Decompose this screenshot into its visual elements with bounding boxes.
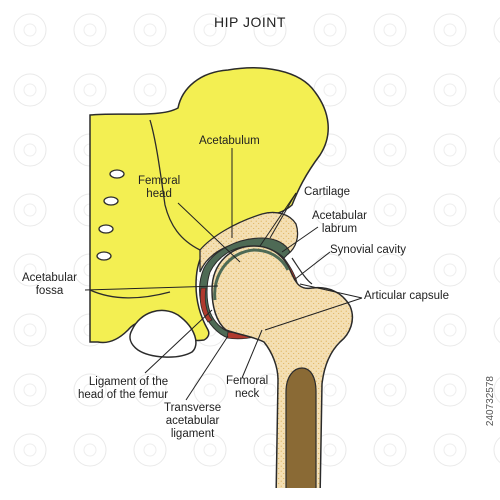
label-synovial-cavity: Synovial cavity — [330, 244, 407, 256]
pelvis-contour — [149, 119, 201, 251]
femur-bone — [211, 245, 354, 500]
articular-capsule-line — [291, 257, 313, 285]
leader-lines — [84, 148, 363, 401]
label-femoral-head: Femoral head — [138, 175, 181, 200]
sacral-foramen — [96, 251, 112, 261]
label-acetabular-fossa: Acetabular fossa — [22, 272, 77, 297]
stock-bar — [0, 488, 500, 500]
obturator-foramen — [129, 309, 197, 358]
label-articular-capsule: Articular capsule — [364, 290, 450, 302]
label-cartilage: Cartilage — [304, 186, 351, 198]
label-acetabulum: Acetabulum — [199, 135, 260, 147]
sacral-foramen — [103, 196, 119, 206]
pelvis-contour — [89, 289, 171, 299]
sacral-foramen — [98, 224, 114, 234]
label-acetabular-labrum: Acetabular labrum — [312, 210, 367, 235]
sacral-foramen — [109, 169, 125, 179]
stock-id: 240732578 — [485, 376, 496, 427]
label-femoral-neck: Femoral neck — [226, 375, 269, 400]
label-ligament-head-femur: Ligament of the head of the femur — [78, 376, 169, 401]
acetabular-cartilage — [199, 237, 291, 339]
femoral-head-cartilage — [213, 248, 290, 301]
synovial-cavity — [199, 287, 213, 323]
label-transverse-ligament: Transverse acetabular ligament — [164, 402, 222, 440]
diagram-title: HIP JOINT — [214, 14, 286, 30]
medullary-cavity — [285, 367, 317, 500]
